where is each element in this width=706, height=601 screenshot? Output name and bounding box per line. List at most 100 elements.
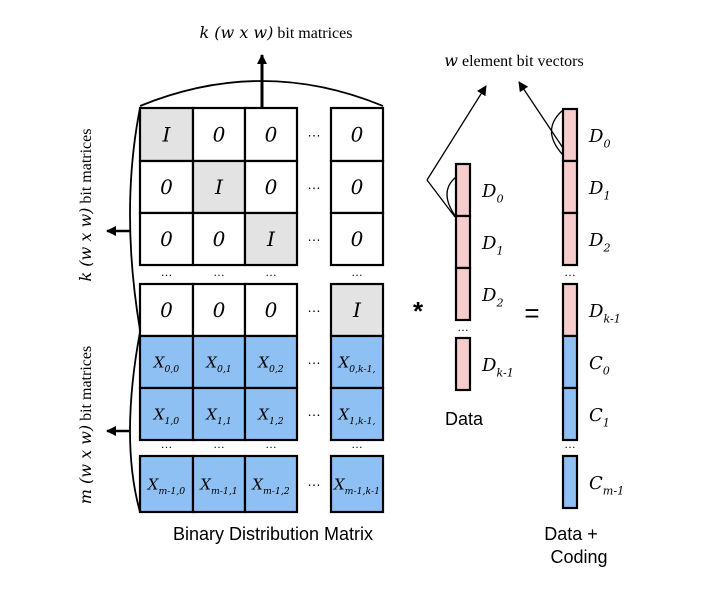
vectors-label: w element bit vectors — [444, 51, 583, 70]
matrix-cell-label: 0 — [160, 298, 173, 322]
matrix-cell-label: Xm-1,k-1 — [333, 475, 380, 497]
result-vector-label: D0 — [588, 126, 611, 150]
matrix-cell — [138, 334, 195, 390]
result-vector-label: D2 — [588, 230, 611, 254]
matrix-cell-label: 0 — [351, 123, 364, 147]
result-coding-segment — [561, 386, 579, 442]
matrix-cell — [329, 282, 385, 338]
result-vector-label: Cm-1 — [589, 473, 624, 497]
matrix-cell-label: Xm-1,0 — [147, 475, 186, 497]
data-vector-segment — [454, 336, 472, 392]
matrix-cell-label: 0 — [351, 175, 364, 199]
matrix-cell — [329, 386, 385, 442]
matrix-cell-label: 0 — [213, 298, 226, 322]
matrix-cell-label: Xm-1,2 — [251, 475, 290, 497]
data-vector-label: Dk-1 — [481, 355, 514, 379]
data-vector-label: D0 — [481, 181, 504, 205]
data-vector-ellipsis: … — [457, 320, 469, 334]
matrix-cell — [191, 211, 247, 267]
column-ellipsis: … — [307, 473, 321, 489]
matrix-cell-label: X0,0 — [153, 353, 180, 375]
matrix-cell-label: X1,2 — [257, 405, 284, 427]
matrix-cell — [243, 159, 299, 215]
data-caption: Data — [445, 409, 484, 429]
row-ellipsis: … — [351, 437, 363, 451]
data-vector-label: D1 — [481, 233, 504, 257]
top-brace — [139, 80, 384, 107]
matrix-cell-label: 0 — [160, 175, 173, 199]
row-ellipsis: … — [351, 265, 363, 279]
matrix-cell-label: 0 — [160, 227, 173, 251]
result-vector-label: C1 — [589, 405, 610, 429]
matrix-cell-label: X1,0 — [153, 405, 180, 427]
vectors-arrow-right — [518, 81, 564, 156]
multiply-symbol: * — [413, 296, 424, 326]
row-ellipsis: … — [161, 265, 173, 279]
result-data-segment — [561, 211, 579, 267]
matrix-cell-label: 0 — [265, 298, 278, 322]
row-ellipsis: … — [265, 265, 277, 279]
matrix-cell-label: Xm-1,1 — [199, 475, 237, 497]
data-vector-segment — [454, 214, 472, 270]
matrix-cell-label: 0 — [265, 175, 278, 199]
matrix-cell — [329, 159, 385, 215]
matrix-cell-label: 0 — [265, 123, 278, 147]
coding-caption-line-1: Data + — [544, 524, 598, 544]
matrix-cell — [243, 386, 299, 442]
column-ellipsis: … — [307, 403, 321, 419]
column-ellipsis: … — [307, 124, 321, 140]
matrix-cell — [191, 334, 247, 390]
matrix-cell-label: X0,2 — [257, 353, 284, 375]
result-data-segment — [561, 159, 579, 215]
matrix-cell — [243, 106, 299, 163]
matrix-cell — [138, 454, 195, 514]
matrix-cell-label: 0 — [213, 227, 226, 251]
matrix-cell — [191, 386, 247, 442]
row-ellipsis: … — [213, 437, 225, 451]
matrix-cell — [243, 211, 299, 267]
result-coding-segment — [561, 454, 579, 510]
matrix-ellipses: ……………………………………… — [161, 124, 364, 490]
matrix-cell-label: I — [214, 175, 224, 199]
column-ellipsis: … — [307, 351, 321, 367]
result-vector-ellipsis: … — [564, 265, 576, 279]
result-coding-segment — [561, 334, 579, 390]
matrix-cell — [191, 454, 247, 514]
vectors-arrow-left — [426, 85, 487, 218]
equals-symbol: = — [524, 298, 539, 328]
matrix-cell-label: 0 — [351, 227, 364, 251]
result-vector-ellipsis: … — [564, 437, 576, 451]
result-vector-label: Dk-1 — [588, 301, 621, 325]
matrix-cell-label: X1,1 — [205, 405, 231, 427]
matrix-cell-label: I — [266, 227, 276, 251]
column-ellipsis: … — [307, 176, 321, 192]
data-vector: D0D1D2Dk-1 … — [454, 162, 514, 392]
row-ellipsis: … — [161, 437, 173, 451]
data-vector-segment — [454, 162, 472, 218]
matrix-cell-label: I — [162, 123, 172, 147]
matrix-cell — [138, 106, 195, 163]
result-data-segment — [561, 282, 579, 338]
matrix-cell-label: X0,k-1, — [337, 353, 375, 375]
row-ellipsis: … — [213, 265, 225, 279]
left-bottom-brace — [129, 331, 141, 513]
matrix-cell — [243, 334, 299, 390]
column-ellipsis: … — [307, 228, 321, 244]
matrix-cell — [191, 159, 247, 215]
matrix-caption: Binary Distribution Matrix — [173, 524, 373, 544]
data-vector-label: D2 — [481, 285, 504, 309]
matrix-cell-label: I — [352, 298, 362, 322]
matrix-cell — [138, 386, 195, 442]
matrix-cell — [243, 454, 299, 514]
matrix-cell-label: X0,1 — [205, 353, 231, 375]
top-label: k (w x w) bit matrices — [200, 23, 353, 42]
data-vector-segment — [454, 266, 472, 322]
coding-caption-line-2: Coding — [550, 547, 607, 567]
result-vector-label: D1 — [588, 178, 611, 202]
result-vector-label: C0 — [589, 353, 610, 377]
result-data-segment — [561, 107, 579, 163]
row-ellipsis: … — [265, 437, 277, 451]
